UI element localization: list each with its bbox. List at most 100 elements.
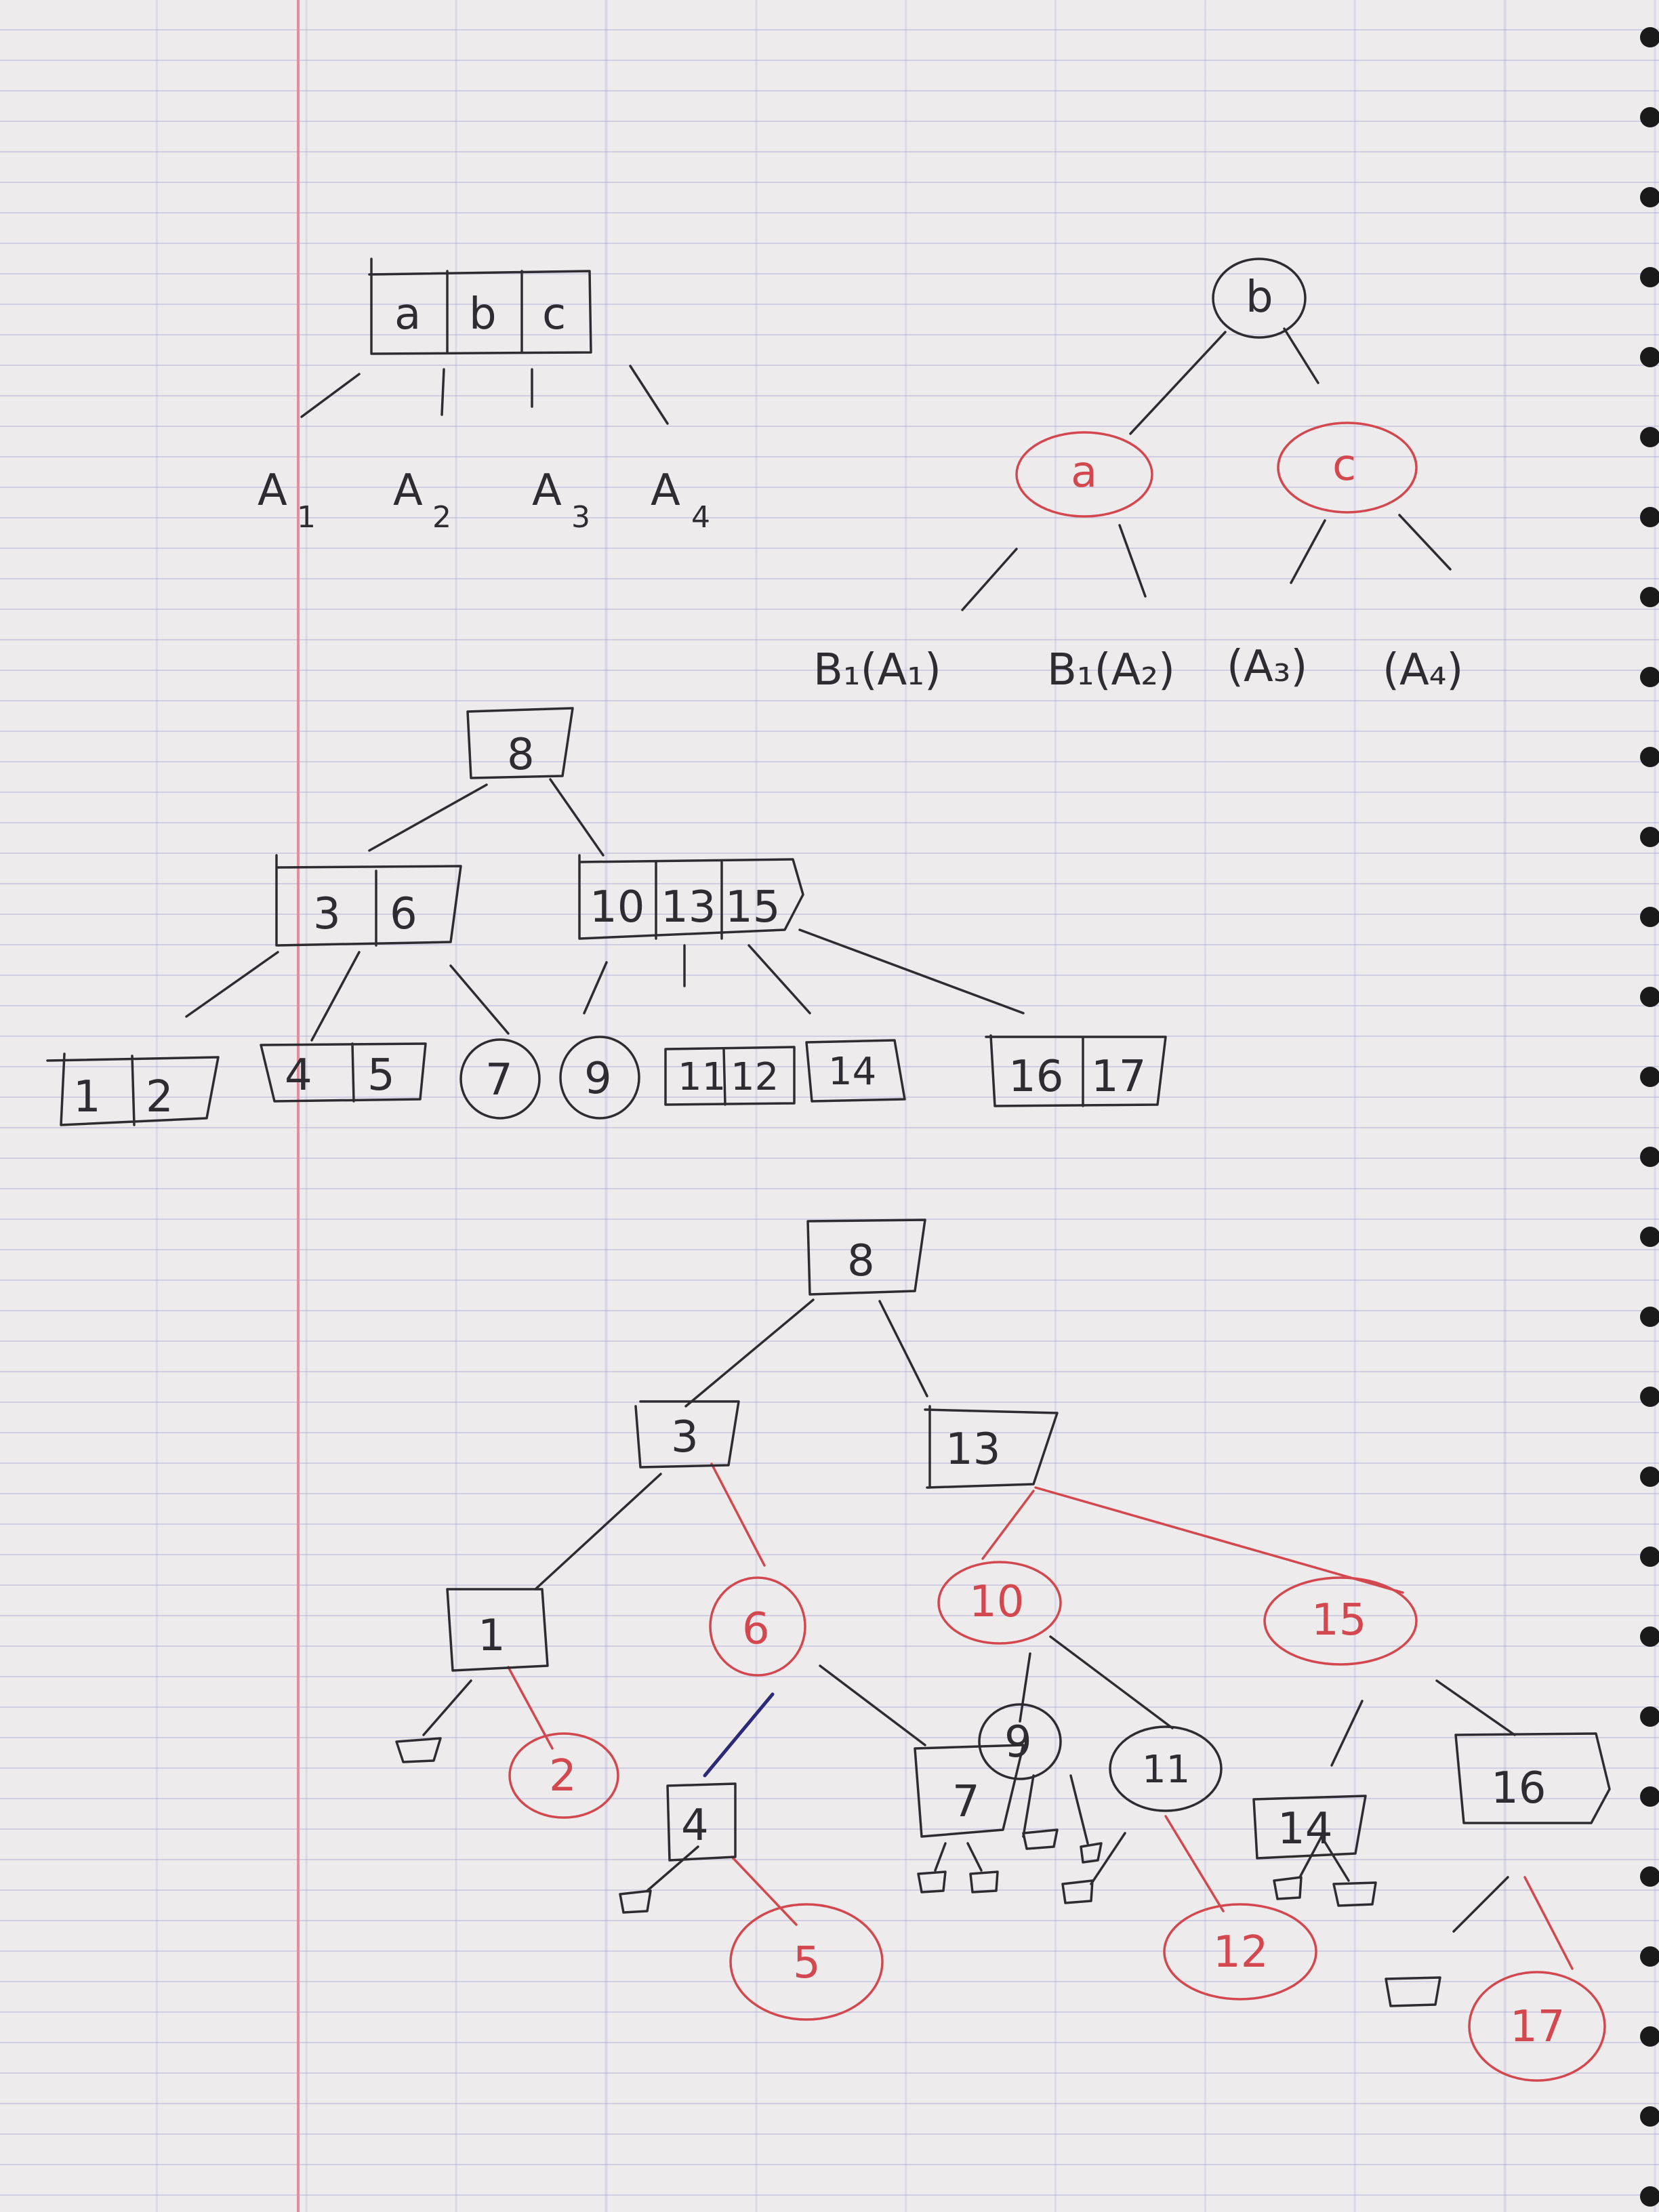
- d1-sub-2: 2: [432, 500, 451, 535]
- spiral-hole: [1640, 347, 1659, 367]
- d4-label-7: 7: [952, 1777, 980, 1827]
- d4-edge-1-nil: [422, 1679, 472, 1736]
- spiral-hole: [1640, 907, 1659, 927]
- spiral-hole: [1640, 1307, 1659, 1327]
- d4-label-16: 16: [1491, 1763, 1546, 1814]
- d3-leaf-16: 16: [1008, 1052, 1063, 1102]
- d4-label-14: 14: [1277, 1804, 1332, 1854]
- d3-root-label: 8: [507, 730, 535, 780]
- d2-edge-root-left: [1129, 331, 1227, 435]
- spiral-holes: [1636, 0, 1659, 2212]
- d4-label-5: 5: [793, 1938, 821, 1988]
- d2-leaf-4: (A₄): [1382, 645, 1463, 695]
- d4-label-3: 3: [671, 1412, 699, 1462]
- d4-label-17: 17: [1510, 2002, 1565, 2052]
- d1-edge-2: [441, 368, 445, 416]
- d3-left-box: [275, 854, 462, 947]
- d4-circle-17: [1468, 1971, 1606, 2082]
- d3-leaf-box-4-5: [260, 1042, 427, 1103]
- d4-label-10: 10: [969, 1577, 1024, 1627]
- d2-right-circle: [1277, 422, 1418, 514]
- d4-label-9: 9: [1004, 1717, 1032, 1767]
- margin-line: [297, 0, 300, 2212]
- d3-leaf-1: 1: [73, 1072, 101, 1122]
- d4-circle-11: [1109, 1725, 1223, 1812]
- d3-left-key-3: 3: [313, 889, 341, 939]
- d4-edge-6-7: [819, 1664, 926, 1746]
- d3-right-key-10: 10: [590, 882, 644, 933]
- d2-edge-a-left: [961, 548, 1018, 611]
- d4-label-11: 11: [1142, 1748, 1190, 1792]
- d2-root-circle: [1212, 258, 1307, 339]
- diagram-2-red-black: b a c B₁(A₁) B₁(A₂) (A₃) (A₄): [813, 258, 1463, 695]
- d4-edge-10-9: [1019, 1652, 1031, 1723]
- d2-edge-c-left: [1290, 519, 1326, 584]
- d2-right-label: c: [1332, 441, 1356, 491]
- d1-edge-4: [629, 365, 669, 425]
- d3-leaf-14: 14: [828, 1050, 876, 1094]
- d2-root-label: b: [1246, 272, 1273, 323]
- spiral-hole: [1640, 27, 1659, 47]
- spiral-hole: [1640, 1626, 1659, 1647]
- d1-child-a1: A: [258, 466, 287, 516]
- d2-leaf-3: (A₃): [1227, 642, 1307, 692]
- d1-child-a3: A: [532, 466, 562, 516]
- spiral-hole: [1640, 187, 1659, 207]
- d3-leaf-7: 7: [485, 1055, 513, 1105]
- spiral-hole: [1640, 987, 1659, 1007]
- spiral-hole: [1640, 2186, 1659, 2207]
- d3-edge-root-left: [368, 783, 488, 852]
- spiral-hole: [1640, 1786, 1659, 1807]
- d2-leaf-2: B₁(A₂): [1047, 645, 1175, 695]
- d4-edges-13: [981, 1486, 1404, 1594]
- d2-leaf-1: B₁(A₁): [813, 645, 941, 695]
- d4-edges-root: [684, 1298, 928, 1408]
- d4-circle-10: [937, 1561, 1062, 1645]
- d1-key-c: c: [542, 289, 566, 340]
- d3-leaf-9: 9: [584, 1054, 612, 1104]
- spiral-hole: [1640, 1387, 1659, 1407]
- d2-edge-root-right: [1283, 327, 1319, 384]
- d4-box-4: [666, 1782, 737, 1862]
- d4-label-12: 12: [1213, 1927, 1268, 1978]
- d4-box-1: [446, 1588, 549, 1672]
- d4-box-13: [924, 1405, 1059, 1489]
- d4-circle-2: [508, 1732, 619, 1819]
- d4-label-13: 13: [945, 1425, 1000, 1475]
- spiral-hole: [1640, 1547, 1659, 1567]
- d1-child-a4: A: [651, 466, 680, 516]
- d1-edge-1: [300, 373, 361, 418]
- d4-label-4: 4: [681, 1801, 709, 1851]
- d4-box-8: [806, 1218, 926, 1296]
- d4-edges-nil: [646, 1774, 1509, 1933]
- d1-sub-1: 1: [297, 500, 316, 535]
- d4-label-15: 15: [1311, 1595, 1366, 1645]
- spiral-hole: [1640, 427, 1659, 447]
- d4-edges-15: [1330, 1679, 1516, 1767]
- d4-label-8: 8: [847, 1236, 875, 1286]
- d4-edge-16-17: [1523, 1876, 1574, 1970]
- spiral-hole: [1640, 267, 1659, 287]
- spiral-hole: [1640, 1067, 1659, 1087]
- d4-edge-3-6: [710, 1462, 766, 1567]
- spiral-hole: [1640, 827, 1659, 847]
- d1-sub-4: 4: [691, 500, 710, 535]
- spiral-hole: [1640, 1706, 1659, 1727]
- spiral-hole: [1640, 747, 1659, 767]
- spiral-hole: [1640, 1467, 1659, 1487]
- d4-edge-6-4: [703, 1692, 775, 1778]
- spiral-hole: [1640, 1147, 1659, 1167]
- d1-node-box: [368, 258, 592, 355]
- d2-edge-c-right: [1398, 514, 1452, 571]
- d3-leaf-17: 17: [1091, 1052, 1146, 1102]
- d3-right-box: [578, 854, 804, 940]
- d1-sub-3: 3: [571, 500, 590, 535]
- d3-leaf-box-1-2: [46, 1052, 220, 1126]
- d3-leaf-11: 11: [678, 1055, 726, 1099]
- d4-circle-9: [978, 1703, 1062, 1780]
- spiral-hole: [1640, 1946, 1659, 1967]
- d4-circle-15: [1263, 1576, 1418, 1666]
- d3-right-key-15: 15: [725, 882, 780, 933]
- d3-leaf-box-11-12: [664, 1046, 796, 1106]
